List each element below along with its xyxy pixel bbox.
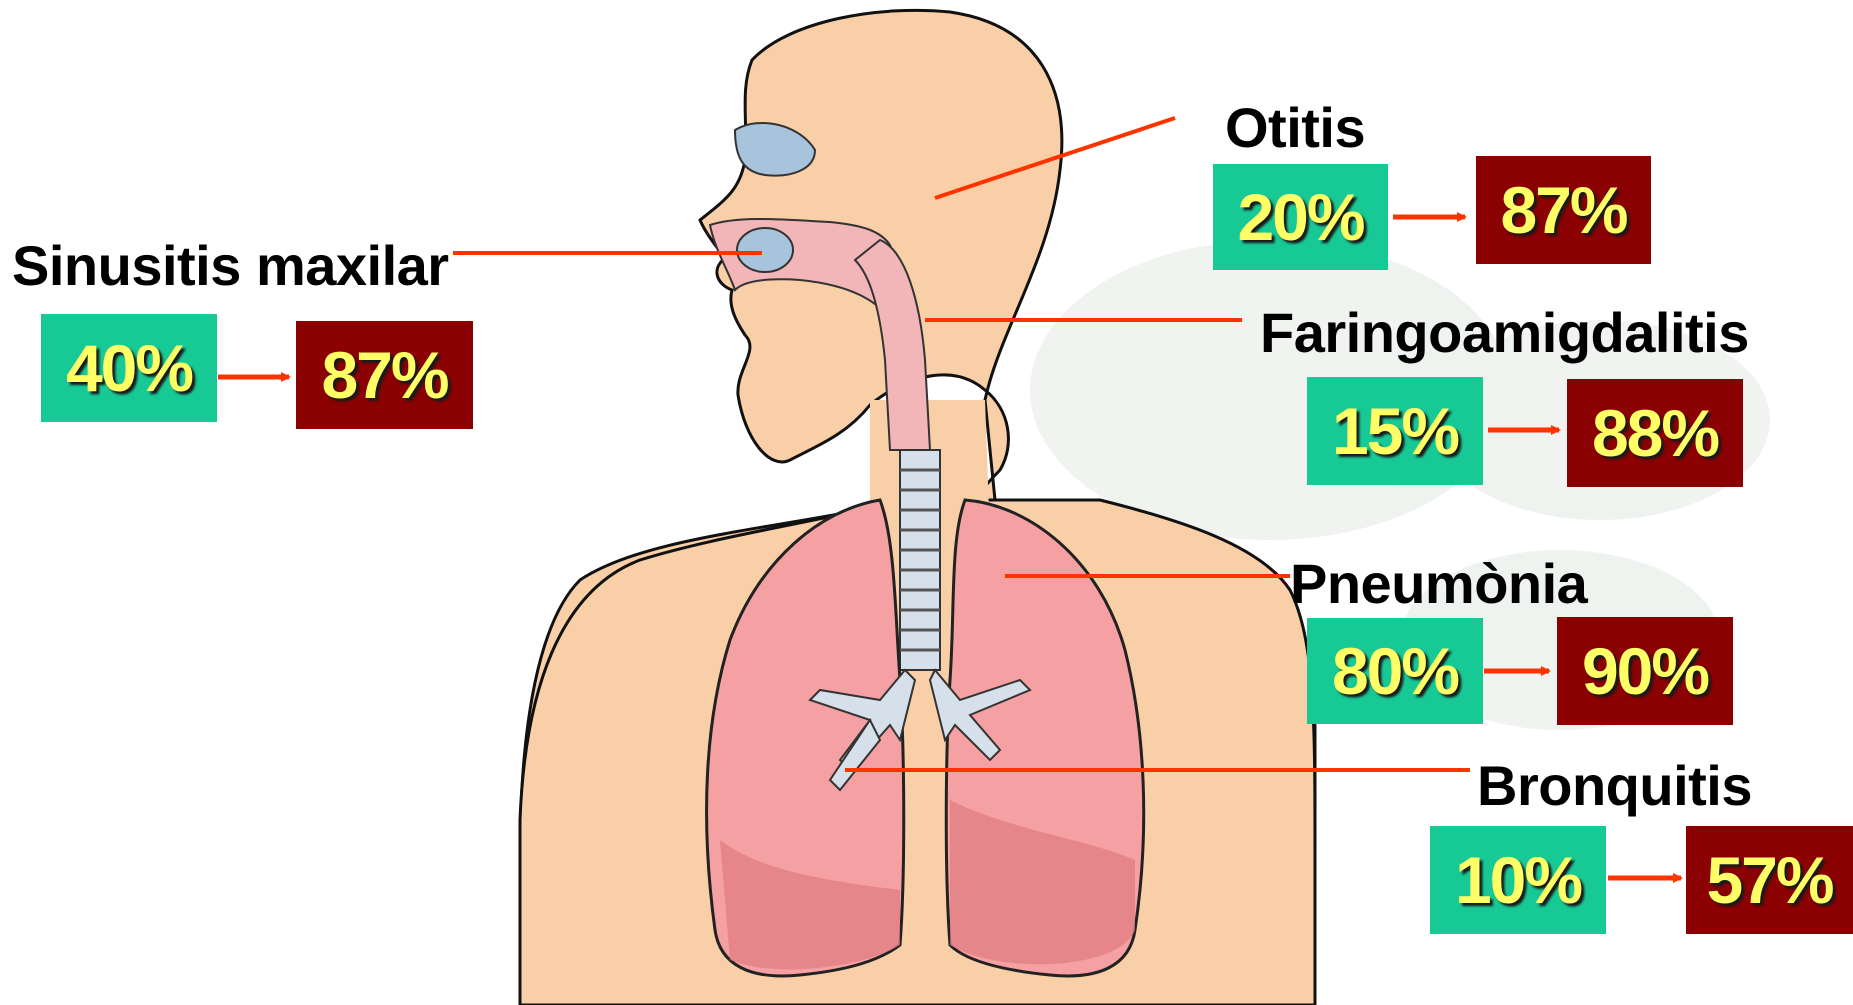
- trachea-icon: [900, 450, 940, 670]
- faringo-label: Faringoamigdalitis: [1260, 305, 1749, 361]
- sinusitis-before-value: 40%: [41, 314, 217, 422]
- sinusitis-after-value: 87%: [296, 321, 473, 429]
- pneumonia-label: Pneumònia: [1290, 556, 1587, 612]
- bronquitis-label: Bronquitis: [1477, 758, 1752, 814]
- otitis-label: Otitis: [1225, 100, 1365, 156]
- faringo-before-value: 15%: [1307, 377, 1483, 485]
- faringo-after-value: 88%: [1567, 379, 1743, 487]
- otitis-after-value: 87%: [1476, 156, 1651, 264]
- pneumonia-after-value: 90%: [1557, 617, 1733, 725]
- sinusitis-label: Sinusitis maxilar: [12, 238, 449, 294]
- bronquitis-after-value: 57%: [1686, 826, 1853, 934]
- maxillary-sinus-icon: [737, 228, 793, 272]
- otitis-before-value: 20%: [1213, 164, 1388, 270]
- pneumonia-before-value: 80%: [1307, 618, 1483, 724]
- bronquitis-before-value: 10%: [1430, 826, 1606, 934]
